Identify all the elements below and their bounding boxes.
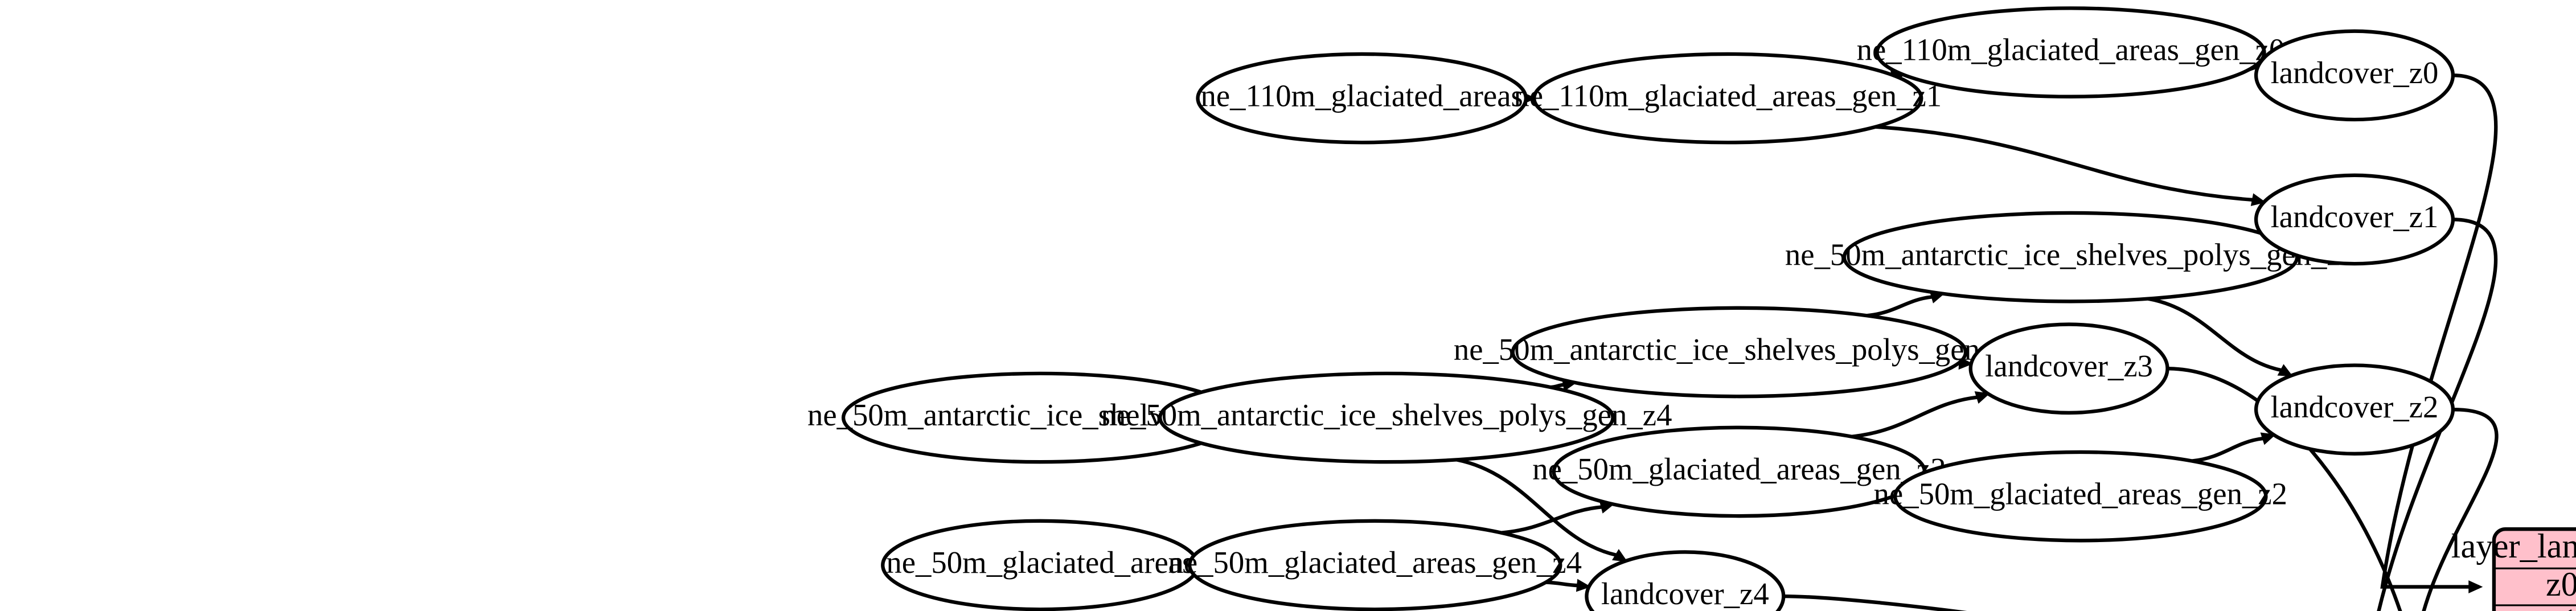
edge-arrowhead: [2277, 364, 2294, 377]
graph-node-landcover_z1[interactable]: landcover_z1: [2254, 173, 2455, 266]
graph-node-landcover_z3[interactable]: landcover_z3: [1968, 322, 2169, 415]
node-label: landcover_z3: [1985, 348, 2153, 383]
table-row-label: z0: [2546, 565, 2576, 604]
edge-arrowhead: [1612, 549, 1628, 562]
edge-arrowhead: [2260, 432, 2276, 445]
graph-edge: [1783, 594, 1967, 611]
node-label: ne_50m_glaciated_areas: [886, 545, 1194, 580]
graph-node-landcover_z2[interactable]: landcover_z2: [2254, 363, 2455, 456]
edge-line: [1456, 458, 1617, 557]
graph-node-ne_110m_glaciated_areas_gen_z1[interactable]: ne_110m_glaciated_areas_gen_z1: [1513, 52, 1942, 145]
graph-edge: [2167, 367, 2402, 611]
node-label: landcover_z0: [2271, 55, 2439, 90]
node-ellipse: [2254, 29, 2455, 122]
graph-node-ne_50m_antarctic_ice_shelves_polys_gen_z2[interactable]: ne_50m_antarctic_ice_shelves_polys_gen_z…: [1785, 211, 2356, 304]
graph-edge: [2147, 297, 2294, 377]
table-row-label: z1: [2546, 602, 2576, 611]
graph-node-ne_50m_glaciated_areas_gen_z3[interactable]: ne_50m_glaciated_areas_gen_z3: [1532, 425, 1946, 518]
edge-line: [2147, 297, 2282, 372]
node-ellipse: [1893, 450, 2268, 543]
edge-line: [1867, 295, 1933, 318]
node-ellipse: [1532, 52, 1923, 145]
node-label: ne_110m_glaciated_areas_gen_z1: [1513, 78, 1942, 113]
table-node-layer-landcover: layer_landcoverz0z1z2z3z4z5z6z7z8z9z10z1…: [2451, 527, 2576, 611]
graph-edge: [1501, 501, 1615, 535]
edge-line: [2380, 73, 2498, 589]
graph-edge: [2380, 73, 2498, 594]
edge-line: [2192, 436, 2263, 463]
edge-line: [1545, 580, 1578, 588]
graph-node-ne_50m_glaciated_areas_gen_z4[interactable]: ne_50m_glaciated_areas_gen_z4: [1168, 519, 1582, 611]
graph-node-ne_50m_glaciated_areas[interactable]: ne_50m_glaciated_areas: [881, 519, 1200, 611]
node-ellipse: [2254, 363, 2455, 456]
edge-line: [1783, 594, 1967, 611]
node-ellipse: [1585, 550, 1786, 611]
node-ellipse: [1511, 306, 1968, 399]
node-label: ne_50m_glaciated_areas_gen_z2: [1874, 476, 2287, 511]
node-ellipse: [1875, 6, 2266, 99]
node-label: ne_50m_antarctic_ice_shelves_polys_gen_z…: [1101, 397, 1672, 432]
node-ellipse: [1188, 519, 1562, 611]
graph-edge: [1545, 579, 1591, 592]
node-ellipse: [1968, 322, 2169, 415]
edge-line: [2377, 218, 2498, 611]
node-label: ne_110m_glaciated_areas: [1200, 78, 1523, 113]
node-label: landcover_z1: [2271, 199, 2439, 234]
graph-edge: [1456, 458, 1628, 562]
edge-line: [2167, 367, 2402, 611]
graph-node-ne_110m_glaciated_areas_gen_z0[interactable]: ne_110m_glaciated_areas_gen_z0: [1857, 6, 2285, 99]
node-label: ne_50m_glaciated_areas_gen_z3: [1532, 452, 1946, 486]
edges-layer: [1158, 60, 2499, 611]
table-header-label: layer_landcover: [2451, 527, 2576, 565]
table-node-layer: layer_landcoverz0z1z2z3z4z5z6z7z8z9z10z1…: [2451, 527, 2576, 611]
table-outline: [2492, 527, 2576, 611]
graph-node-ne_50m_glaciated_areas_gen_z2[interactable]: ne_50m_glaciated_areas_gen_z2: [1874, 450, 2287, 543]
graph-edge: [2422, 408, 2499, 611]
graph-node-ne_50m_antarctic_ice_shelves_polys_gen_z3[interactable]: ne_50m_antarctic_ice_shelves_polys_gen_z…: [1454, 306, 2025, 399]
node-label: ne_50m_antarctic_ice_shelves_polys_gen_z…: [1785, 237, 2356, 272]
node-label: landcover_z2: [2271, 389, 2439, 424]
edge-arrowhead: [2468, 580, 2483, 594]
graph-edge: [1875, 125, 2266, 206]
graph-node-landcover_z4[interactable]: landcover_z4: [1585, 550, 1786, 611]
edge-arrowhead: [1576, 579, 1591, 592]
node-label: ne_50m_glaciated_areas_gen_z4: [1168, 545, 1582, 580]
node-label: landcover_z4: [1601, 576, 1769, 611]
node-label: ne_50m_antarctic_ice_shelves_polys_gen_z…: [1454, 332, 2025, 367]
graph-node-landcover_z0[interactable]: landcover_z0: [2254, 29, 2455, 122]
graph-edge: [1851, 391, 1991, 438]
graph-node-ne_50m_antarctic_ice_shelves_polys_gen_z4[interactable]: ne_50m_antarctic_ice_shelves_polys_gen_z…: [1101, 371, 1672, 464]
edge-line: [2422, 408, 2499, 611]
node-ellipse: [1158, 371, 1615, 464]
edge-arrowhead: [1974, 391, 1991, 404]
nodes-layer: imposm3osm_landcover_polygonsimplify_vw_…: [807, 6, 2455, 611]
edge-arrowhead: [2250, 193, 2266, 206]
graph-edge: [2192, 432, 2276, 463]
graph-node-ne_110m_glaciated_areas[interactable]: ne_110m_glaciated_areas: [1196, 52, 1528, 145]
node-ellipse: [1196, 52, 1528, 145]
table-row[interactable]: z0: [2546, 565, 2576, 604]
edge-line: [1851, 395, 1978, 438]
graph-edge: [1867, 290, 1945, 318]
node-ellipse: [2254, 173, 2455, 266]
node-label: ne_110m_glaciated_areas_gen_z0: [1857, 32, 2285, 67]
graph-edge: [2377, 218, 2498, 611]
table-row[interactable]: z1: [2546, 602, 2576, 611]
edge-line: [1875, 125, 2253, 202]
